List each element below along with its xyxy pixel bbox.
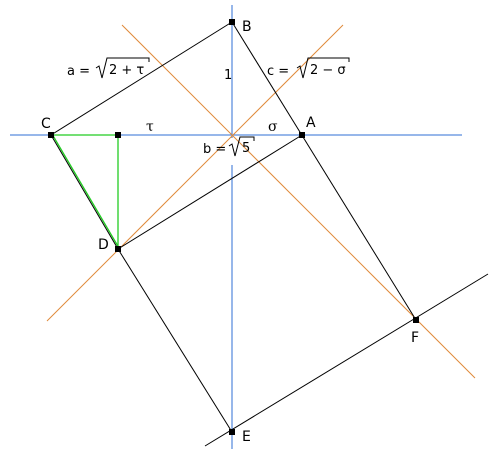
label-point-f: F	[411, 330, 419, 346]
radical-sign-a	[95, 57, 150, 79]
radical-sign-b	[228, 136, 255, 157]
point-tau-marker	[115, 132, 121, 138]
triangle-hypotenuse-green	[51, 133, 120, 249]
label-one: 1	[224, 68, 232, 83]
label-c-formula: c = 2 − σ	[267, 57, 350, 79]
label-c-prefix: c =	[267, 64, 289, 79]
label-sigma: σ	[268, 119, 278, 135]
label-b-formula: b = 5	[203, 136, 255, 157]
segment-a-d	[117, 134, 303, 250]
point-e-marker	[229, 429, 235, 435]
label-point-a: A	[306, 115, 316, 131]
label-point-d: D	[98, 237, 109, 253]
label-point-c: C	[41, 116, 51, 132]
label-b-prefix: b =	[203, 142, 226, 157]
label-point-b: B	[242, 19, 252, 35]
radical-sign-c	[296, 57, 350, 79]
label-a-radicand: 2 + τ	[109, 63, 144, 78]
point-a-marker	[299, 132, 305, 138]
segment-d-e	[117, 248, 233, 433]
label-c-radicand: 2 − σ	[310, 63, 346, 78]
point-c-marker	[48, 132, 54, 138]
label-point-e: E	[242, 429, 251, 445]
label-b-radicand: 5	[242, 141, 250, 156]
segment-e-f-line	[204, 273, 489, 447]
point-f-marker	[413, 317, 419, 323]
point-b-marker	[229, 19, 235, 25]
label-a-prefix: a =	[67, 64, 90, 79]
segment-c-d	[50, 134, 119, 250]
label-tau: τ	[146, 119, 154, 135]
point-d-marker	[115, 246, 121, 252]
diagonal-line-1	[121, 24, 476, 379]
segment-c-b	[50, 21, 233, 136]
label-a-formula: a = 2 + τ	[67, 57, 150, 79]
segment-b-f	[231, 21, 417, 321]
diagonal-line-2	[46, 24, 344, 322]
